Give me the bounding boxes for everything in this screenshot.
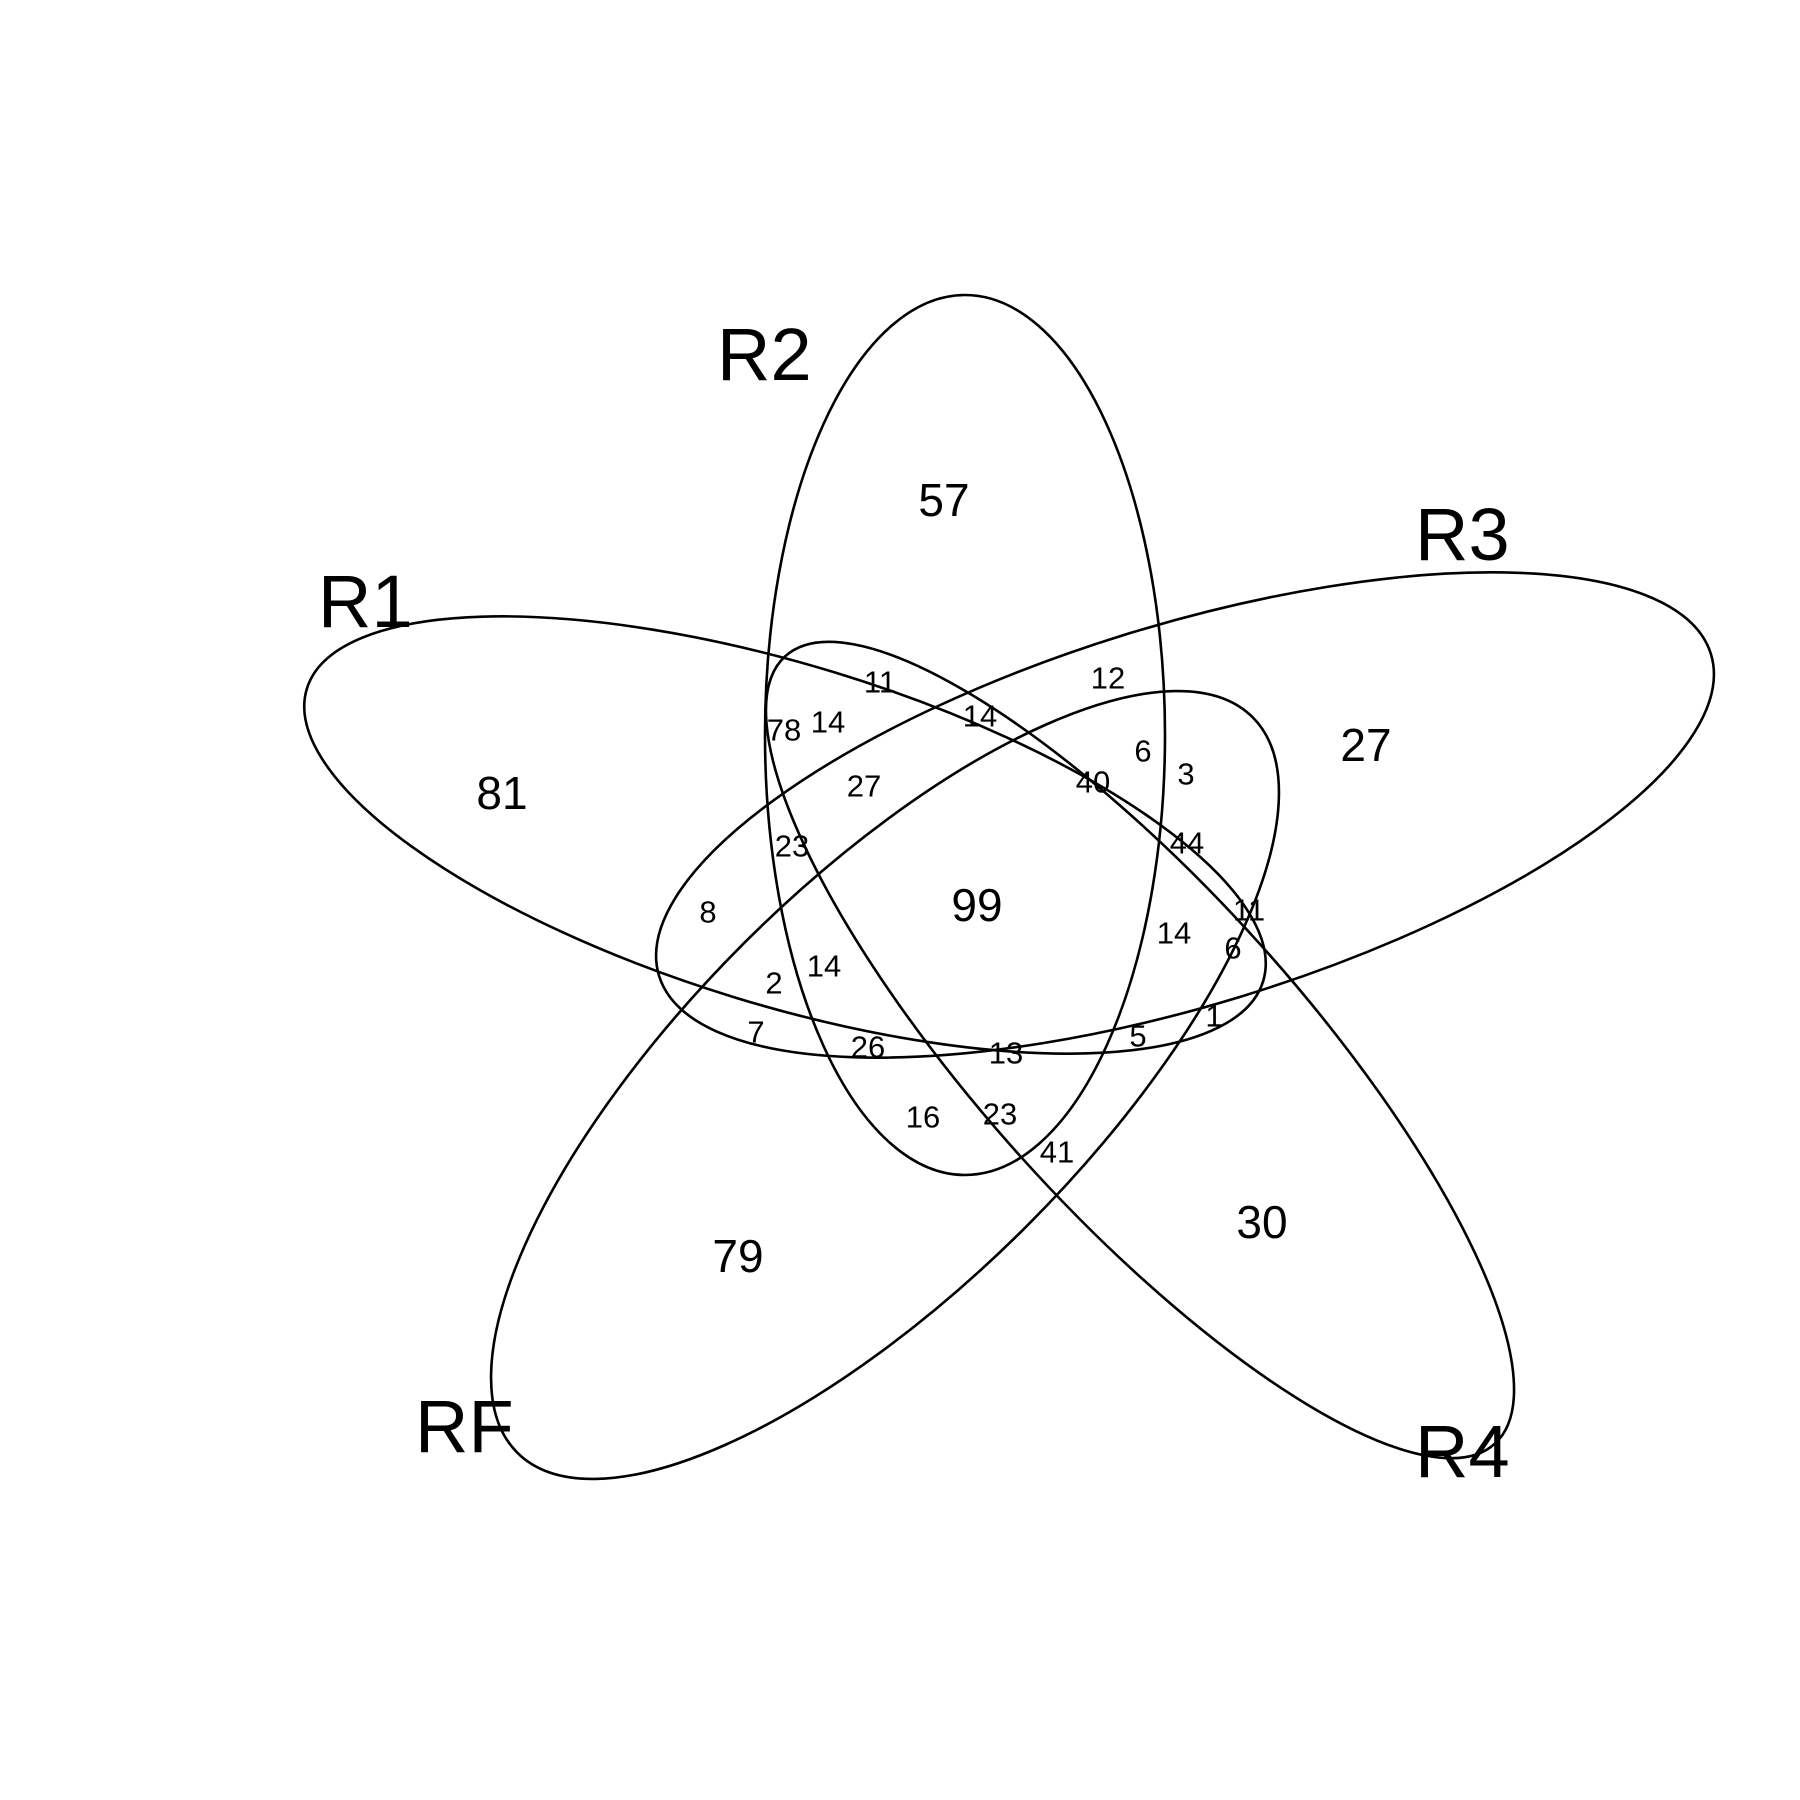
region-count-rf-only: 79	[712, 1230, 763, 1282]
region-count: 14	[811, 705, 845, 740]
region-count: 13	[989, 1036, 1023, 1071]
region-count: 23	[983, 1097, 1017, 1132]
region-count: 44	[1170, 826, 1204, 861]
set-rf-outline	[489, 689, 1281, 1481]
region-count: 2	[765, 966, 782, 1001]
region-count: 11	[864, 665, 896, 700]
set-r2-outline	[763, 293, 1167, 1177]
set-r3-outline	[654, 571, 1716, 1059]
region-count: 7	[747, 1015, 764, 1050]
set-label-rf: RF	[415, 1385, 514, 1468]
region-count: 16	[906, 1100, 940, 1135]
region-count-all-five: 99	[951, 879, 1002, 931]
set-label-r1: R1	[318, 560, 413, 643]
set-label-r4: R4	[1415, 1410, 1510, 1493]
region-count: 14	[1157, 916, 1191, 951]
set-label-r2: R2	[717, 313, 812, 396]
region-count-r4-only: 30	[1236, 1196, 1287, 1248]
region-count: 27	[847, 769, 881, 804]
set-label-r3: R3	[1415, 493, 1510, 576]
region-count: 14	[807, 949, 841, 984]
region-count: 78	[767, 713, 801, 748]
region-count: 6	[1134, 734, 1151, 769]
region-count: 26	[851, 1030, 885, 1065]
region-count: 5	[1129, 1019, 1146, 1054]
region-count: 14	[963, 699, 997, 734]
region-count-r3-only: 27	[1340, 719, 1391, 771]
region-count: 23	[775, 829, 809, 864]
set-r1-outline	[302, 615, 1268, 1055]
region-count-r1-only: 81	[476, 767, 527, 819]
region-count: 11	[1233, 893, 1265, 928]
set-r4-outline	[764, 640, 1516, 1460]
region-count: 40	[1076, 765, 1110, 800]
region-count-r2-only: 57	[918, 474, 969, 526]
region-count: 1	[1205, 999, 1222, 1034]
region-count: 12	[1091, 661, 1125, 696]
region-count: 41	[1040, 1135, 1074, 1170]
region-count: 6	[1224, 931, 1241, 966]
region-count: 8	[699, 895, 716, 930]
region-count: 3	[1177, 757, 1194, 792]
